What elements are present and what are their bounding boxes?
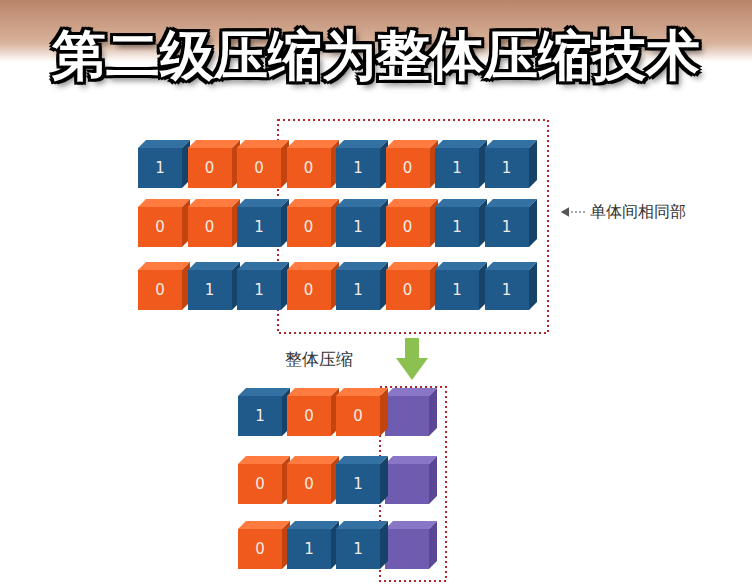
- bit-cube: 0: [238, 464, 282, 504]
- bit-digit: 0: [287, 396, 331, 436]
- bit-cube: 1: [435, 148, 479, 188]
- bit-cube: 0: [287, 148, 331, 188]
- bit-cube: 1: [138, 148, 182, 188]
- bit-digit: 1: [435, 148, 479, 188]
- bit-digit: 0: [138, 270, 182, 310]
- leader-line: [562, 211, 585, 212]
- bit-digit: 0: [188, 148, 232, 188]
- bit-cube: 1: [435, 207, 479, 247]
- bit-cube: 0: [138, 270, 182, 310]
- bit-digit: 1: [485, 207, 529, 247]
- bit-digit: 0: [386, 207, 430, 247]
- bit-cube: 0: [188, 207, 232, 247]
- bit-cube: 0: [238, 529, 282, 569]
- bit-digit: 1: [138, 148, 182, 188]
- bit-digit: 1: [188, 270, 232, 310]
- bit-cube: 0: [287, 207, 331, 247]
- bit-cube: 1: [435, 270, 479, 310]
- bit-cube: 1: [188, 270, 232, 310]
- bit-digit: 0: [238, 529, 282, 569]
- bit-digit: 1: [238, 396, 282, 436]
- bit-cube: 1: [237, 207, 281, 247]
- bit-cube: 0: [138, 207, 182, 247]
- bit-cube: 0: [386, 148, 430, 188]
- bit-digit: 1: [435, 207, 479, 247]
- step-label: 整体压缩: [285, 348, 353, 371]
- bit-digit: 0: [287, 270, 331, 310]
- bit-digit: 0: [138, 207, 182, 247]
- bit-cube: 0: [287, 396, 331, 436]
- bit-digit: 1: [287, 529, 331, 569]
- bit-cube: 1: [485, 148, 529, 188]
- bit-cube: 1: [238, 396, 282, 436]
- bit-digit: 0: [336, 396, 380, 436]
- bit-digit: 0: [287, 148, 331, 188]
- bit-cube: 0: [287, 464, 331, 504]
- bit-digit: 1: [237, 207, 281, 247]
- dotted-frame: [380, 387, 446, 581]
- bit-cube: 0: [336, 396, 380, 436]
- bit-cube: 0: [386, 270, 430, 310]
- bit-cube: 0: [237, 148, 281, 188]
- bit-digit: 1: [435, 270, 479, 310]
- bit-cube: 0: [386, 207, 430, 247]
- bit-digit: 0: [386, 148, 430, 188]
- bit-digit: 1: [237, 270, 281, 310]
- bit-cube: 1: [336, 270, 380, 310]
- bit-digit: 0: [287, 207, 331, 247]
- bit-digit: 1: [336, 207, 380, 247]
- dotted-frame: [278, 120, 548, 333]
- bit-cube: 0: [287, 270, 331, 310]
- bit-cube: 1: [336, 207, 380, 247]
- bit-cube: 0: [188, 148, 232, 188]
- purple-cube: [385, 388, 437, 436]
- bit-digit: 1: [336, 529, 380, 569]
- bit-cube: 1: [336, 529, 380, 569]
- bit-digit: 1: [336, 464, 380, 504]
- purple-cube: [385, 521, 437, 569]
- title: 第二级压缩为整体压缩技术: [0, 24, 752, 88]
- purple-cube: [385, 456, 437, 504]
- bit-digit: 1: [336, 270, 380, 310]
- bit-cube: 1: [336, 464, 380, 504]
- bit-digit: 1: [485, 148, 529, 188]
- bit-digit: 0: [287, 464, 331, 504]
- bit-digit: 0: [386, 270, 430, 310]
- down-arrow: [396, 338, 428, 380]
- bit-digit: 1: [336, 148, 380, 188]
- bit-cube: 1: [485, 207, 529, 247]
- bit-cube: 1: [237, 270, 281, 310]
- bit-cube: 1: [485, 270, 529, 310]
- bit-cube: 1: [287, 529, 331, 569]
- callout-label: 单体间相同部: [590, 202, 686, 223]
- bit-digit: 0: [238, 464, 282, 504]
- bit-digit: 0: [188, 207, 232, 247]
- bit-digit: 0: [237, 148, 281, 188]
- bit-cube: 1: [336, 148, 380, 188]
- bit-digit: 1: [485, 270, 529, 310]
